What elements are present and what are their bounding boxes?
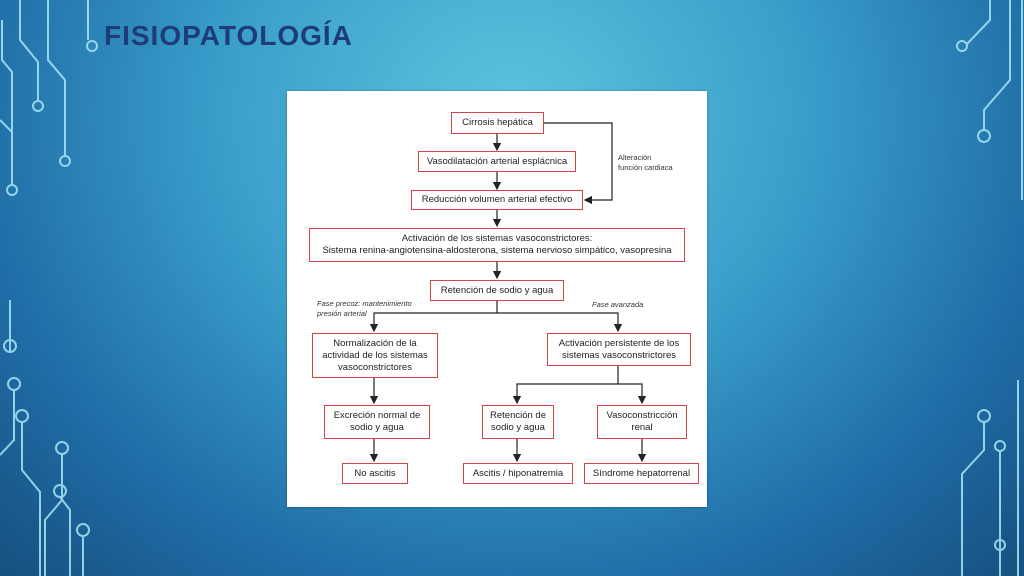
flowchart-panel: Cirrosis hepática Vasodilatación arteria… xyxy=(287,91,707,507)
connector xyxy=(369,301,498,333)
node-label: Retención de sodio y agua xyxy=(490,410,546,433)
node-vasodilatacion: Vasodilatación arterial esplácnica xyxy=(418,151,576,172)
node-label: Excreción normal de sodio y agua xyxy=(333,410,421,433)
note-fase-precoz: Fase precoz: mantenimiento presión arter… xyxy=(317,299,412,318)
node-reduccion: Reducción volumen arterial efectivo xyxy=(411,190,583,210)
node-ascitis: Ascitis / hiponatremia xyxy=(463,463,573,484)
node-activacion: Activación de los sistemas vasoconstrict… xyxy=(309,228,685,262)
node-hepatorrenal: Síndrome hepatorrenal xyxy=(584,463,699,484)
node-label: Activación de los sistemas vasoconstrict… xyxy=(322,233,672,256)
node-label: Retención de sodio y agua xyxy=(440,284,554,296)
node-activacion-persistente: Activación persistente de los sistemas v… xyxy=(547,333,691,366)
node-label: Vasoconstricción renal xyxy=(606,410,678,433)
note-fase-avanzada: Fase avanzada xyxy=(592,300,644,309)
node-label: Activación persistente de los sistemas v… xyxy=(558,337,680,361)
connector xyxy=(544,122,613,205)
node-label: Cirrosis hepática xyxy=(462,117,533,128)
connector xyxy=(618,383,647,405)
node-normalizacion: Normalización de la actividad de los sis… xyxy=(312,333,438,378)
slide-title: FISIOPATOLOGÍA xyxy=(104,20,353,51)
node-no-ascitis: No ascitis xyxy=(342,463,408,484)
node-label: Normalización de la actividad de los sis… xyxy=(322,337,428,373)
node-excrecion: Excreción normal de sodio y agua xyxy=(324,405,430,439)
node-label: Síndrome hepatorrenal xyxy=(592,467,691,479)
node-retencion-sodio: Retención de sodio y agua xyxy=(430,280,564,301)
node-label: Reducción volumen arterial efectivo xyxy=(421,194,573,205)
connector xyxy=(512,366,619,405)
note-alteracion-cardiaca: Alteración función cardiaca xyxy=(618,153,673,172)
node-label: Ascitis / hiponatremia xyxy=(472,467,564,479)
node-vasoconstriccion: Vasoconstricción renal xyxy=(597,405,687,439)
node-label: Vasodilatación arterial esplácnica xyxy=(426,155,568,167)
flowchart-connectors xyxy=(369,122,647,463)
node-label: No ascitis xyxy=(354,467,396,479)
node-cirrosis: Cirrosis hepática xyxy=(451,112,544,134)
node-retencion-2: Retención de sodio y agua xyxy=(482,405,554,439)
connector xyxy=(497,312,623,333)
